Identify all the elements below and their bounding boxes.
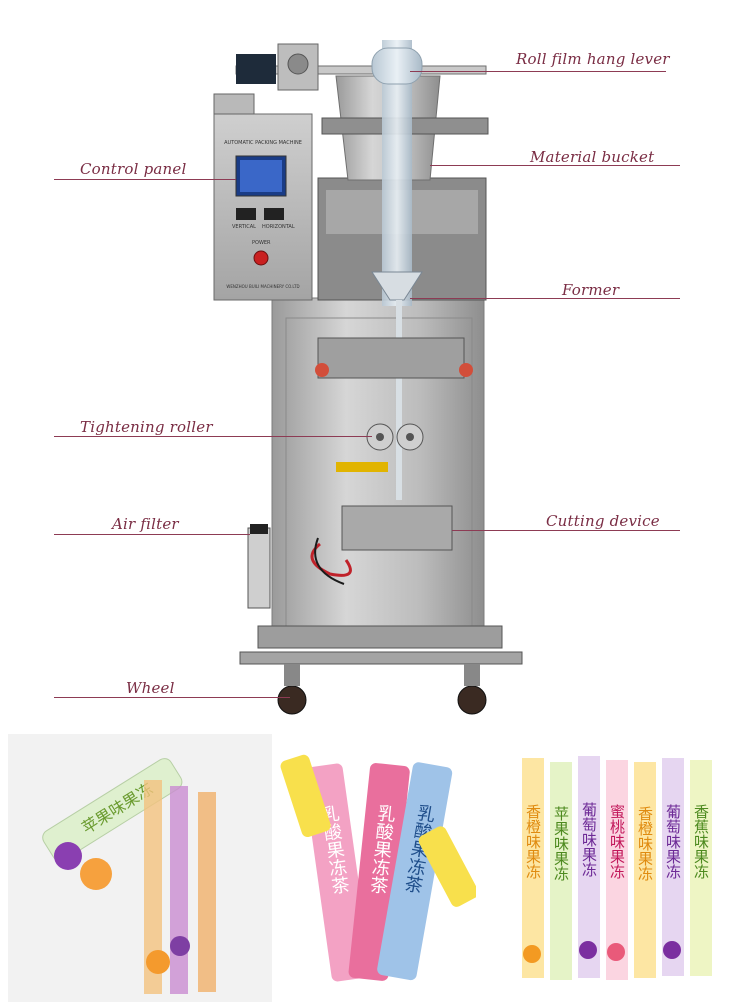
callout-line-control-panel <box>54 179 236 180</box>
pack3-label-a: 香橙味果冻 <box>524 804 542 879</box>
panel-horizontal-text: HORIZONTAL <box>262 224 295 230</box>
pack3-label-d: 蜜桃味果冻 <box>608 804 626 879</box>
callout-wheel: Wheel <box>126 679 175 697</box>
cutting-device <box>341 505 453 551</box>
callout-cutting-device: Cutting device <box>546 512 660 530</box>
former <box>371 271 423 301</box>
product-photo-2: 乳酸果冻茶 乳酸果冻茶 乳酸果冻茶 <box>280 734 476 1002</box>
control-panel-box <box>213 113 313 301</box>
callout-control-panel: Control panel <box>80 160 187 178</box>
product-photo-row: 苹果味果冻 乳酸果冻茶 乳酸果冻茶 <box>0 734 750 1004</box>
pack3-label-b: 苹果味果冻 <box>552 806 570 881</box>
callout-line-roll-film <box>410 71 666 72</box>
motor <box>236 54 276 84</box>
callout-line-wheel <box>54 697 290 698</box>
wheel-right <box>457 685 487 715</box>
callout-line-cutting-device <box>452 530 680 531</box>
panel-top-text: AUTOMATIC PACKING MACHINE <box>224 140 302 146</box>
pack3-label-c: 葡萄味果冻 <box>580 802 598 877</box>
product-photo-3: 香橙味果冻 苹果味果冻 葡萄味果冻 蜜桃味果冻 香橙味果冻 葡萄味果冻 香蕉味果… <box>484 734 742 1002</box>
pack3-label-f: 葡萄味果冻 <box>664 804 682 879</box>
callout-air-filter: Air filter <box>112 515 179 533</box>
panel-company-text: WENZHOU BUILI MACHINERY CO.LTD <box>226 284 300 289</box>
product-photo-1: 苹果味果冻 <box>8 734 272 1002</box>
air-filter <box>247 527 271 609</box>
callout-line-material-bucket <box>430 165 680 166</box>
panel-vertical-text: VERTICAL <box>232 224 256 230</box>
callout-roll-film: Roll film hang lever <box>516 50 670 68</box>
pack3-label-e: 香橙味果冻 <box>636 806 654 881</box>
callout-line-air-filter <box>54 534 250 535</box>
sealing-jaws <box>317 337 465 379</box>
callout-line-former <box>410 298 680 299</box>
callout-former: Former <box>562 281 620 299</box>
wheel-left <box>277 685 307 715</box>
callout-line-tightening-roller <box>54 436 372 437</box>
callout-material-bucket: Material bucket <box>530 148 655 166</box>
pack3-label-g: 香蕉味果冻 <box>692 804 710 879</box>
panel-power-text: POWER <box>252 240 271 246</box>
callout-tightening-roller: Tightening roller <box>80 418 213 436</box>
base-frame <box>257 625 503 649</box>
packing-machine-illustration <box>213 40 523 715</box>
